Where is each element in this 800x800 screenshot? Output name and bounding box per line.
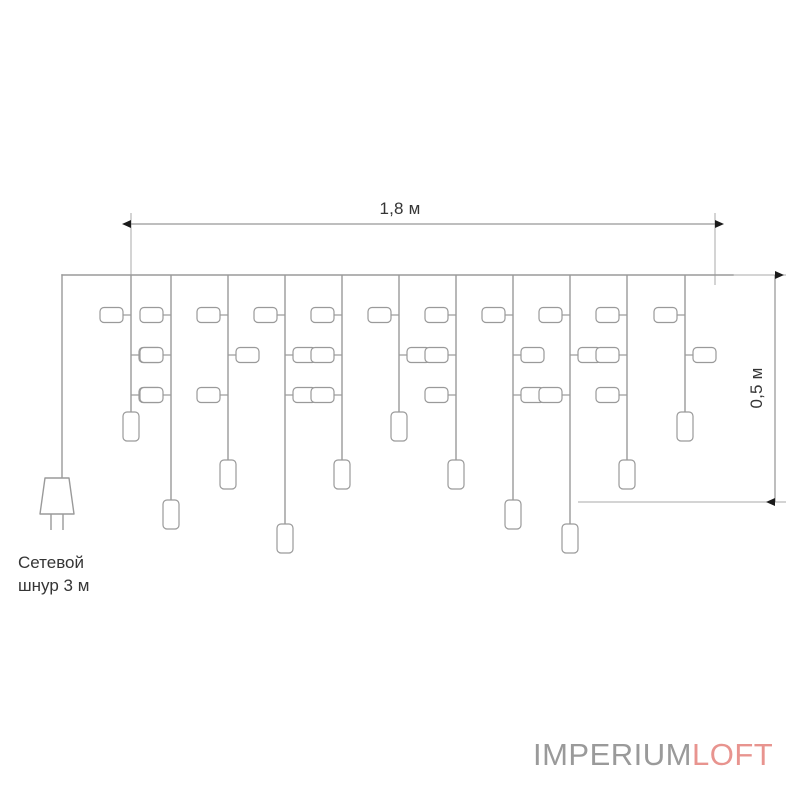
strand-6 <box>367 275 431 442</box>
led-bulb <box>595 306 620 324</box>
strand-3 <box>196 275 260 490</box>
led-bulb <box>139 386 164 404</box>
strand-9 <box>538 275 602 554</box>
strand-2 <box>139 275 180 530</box>
led-bulb <box>692 346 717 364</box>
led-bulb <box>538 386 563 404</box>
led-bulb <box>310 346 335 364</box>
strand-4 <box>253 275 317 554</box>
strand-8 <box>481 275 545 530</box>
height-dimension-label: 0,5 м <box>747 367 766 409</box>
dimension-arrows <box>122 220 784 506</box>
led-bulb <box>653 306 678 324</box>
led-bulb <box>196 306 221 324</box>
led-bulb <box>520 346 545 364</box>
led-bulb <box>367 306 392 324</box>
led-bulb-terminal <box>504 499 522 530</box>
led-bulb <box>481 306 506 324</box>
led-bulb <box>310 386 335 404</box>
width-dimension-label: 1,8 м <box>379 199 421 218</box>
led-bulb-terminal <box>618 459 636 490</box>
led-bulb-terminal <box>447 459 465 490</box>
led-bulb <box>196 386 221 404</box>
wire-layer <box>61 274 734 479</box>
led-bulb-terminal <box>676 411 694 442</box>
strand-10 <box>595 275 636 490</box>
led-bulb <box>253 306 278 324</box>
led-strands <box>99 275 717 554</box>
power-plug-icon <box>39 477 75 530</box>
plug-body <box>39 477 75 515</box>
led-bulb-terminal <box>561 523 579 554</box>
led-bulb <box>99 306 124 324</box>
power-cord-label: Сетевой шнур 3 м <box>18 553 90 595</box>
brand-logo: IMPERIUMLOFT <box>533 737 773 773</box>
led-bulb-terminal <box>276 523 294 554</box>
led-bulb <box>424 386 449 404</box>
led-bulb-terminal <box>219 459 237 490</box>
strand-7 <box>424 275 465 490</box>
led-bulb-terminal <box>162 499 180 530</box>
brand-secondary-text: LOFT <box>692 737 774 772</box>
brand-primary-text: IMPERIUM <box>533 737 692 772</box>
led-bulb <box>139 346 164 364</box>
led-bulb <box>595 386 620 404</box>
dimension-lines <box>130 213 786 503</box>
strand-11 <box>653 275 717 442</box>
led-bulb <box>235 346 260 364</box>
led-bulb <box>310 306 335 324</box>
led-bulb-terminal <box>390 411 408 442</box>
led-bulb <box>538 306 563 324</box>
led-bulb <box>595 346 620 364</box>
led-bulb-terminal <box>122 411 140 442</box>
led-bulb <box>424 306 449 324</box>
led-bulb-terminal <box>333 459 351 490</box>
led-bulb <box>139 306 164 324</box>
led-bulb <box>424 346 449 364</box>
strand-5 <box>310 275 351 490</box>
